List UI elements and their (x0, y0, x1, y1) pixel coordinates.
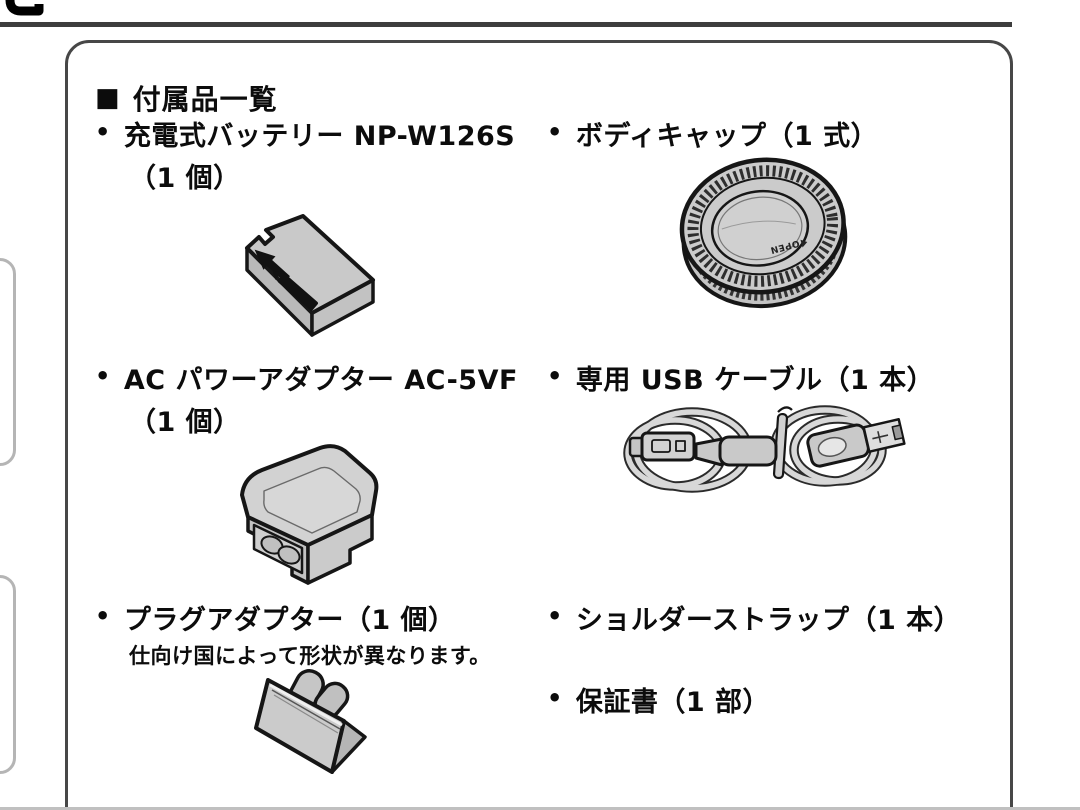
accessory-item-shoulder-strap: • ショルダーストラップ（1 本） (547, 598, 961, 637)
bullet: • (547, 684, 563, 712)
accessory-label: 保証書（1 部） (575, 687, 771, 718)
usb-cable-illustration (623, 405, 906, 493)
accessory-item-body-cap: • ボディキャップ（1 式） (547, 114, 878, 153)
body-cap-illustration: OPEN (679, 157, 848, 309)
bullet: • (547, 602, 563, 630)
battery-illustration (245, 214, 375, 337)
accessory-label: 専用 USB ケーブル（1 本） (575, 365, 935, 396)
accessory-item-ac-adapter: • AC パワーアダプター AC-5VF (95, 358, 518, 397)
accessory-label: ショルダーストラップ（1 本） (575, 605, 962, 636)
bullet: • (547, 362, 563, 390)
ac-power-adapter-illustration (240, 444, 379, 585)
accessory-qty-battery: （1 個） (129, 163, 241, 194)
page-bottom-edge (0, 807, 1080, 810)
bullet: • (95, 362, 111, 390)
bullet: • (547, 118, 563, 146)
bullet: • (95, 118, 111, 146)
accessory-label: プラグアダプター（1 個） (123, 605, 456, 636)
section-marker-square: ■ (95, 83, 121, 113)
section-title: 付属品一覧 (132, 83, 278, 116)
page-edge-tab-2 (0, 575, 16, 774)
accessory-item-battery: • 充電式バッテリー NP-W126S (95, 114, 515, 153)
accessory-qty-ac-adapter: （1 個） (129, 407, 241, 438)
accessory-item-warranty: • 保証書（1 部） (547, 680, 770, 719)
accessory-label: ボディキャップ（1 式） (575, 121, 879, 152)
section-header: ■ 付属品一覧 (95, 78, 278, 118)
plug-adapter-note: 仕向け国によって形状が異なります。 (129, 644, 491, 668)
heading-rule (0, 22, 1012, 27)
accessory-label: 充電式バッテリー NP-W126S (123, 121, 516, 152)
accessory-item-plug-adapter: • プラグアダプター（1 個） (95, 598, 456, 637)
cropped-heading-glyph (5, 0, 44, 16)
page-edge-tab-1 (0, 258, 16, 466)
accessory-item-usb-cable: • 専用 USB ケーブル（1 本） (547, 358, 934, 397)
accessory-label: AC パワーアダプター AC-5VF (123, 365, 518, 396)
bullet: • (95, 602, 111, 630)
plug-adapter-illustration (254, 669, 367, 774)
